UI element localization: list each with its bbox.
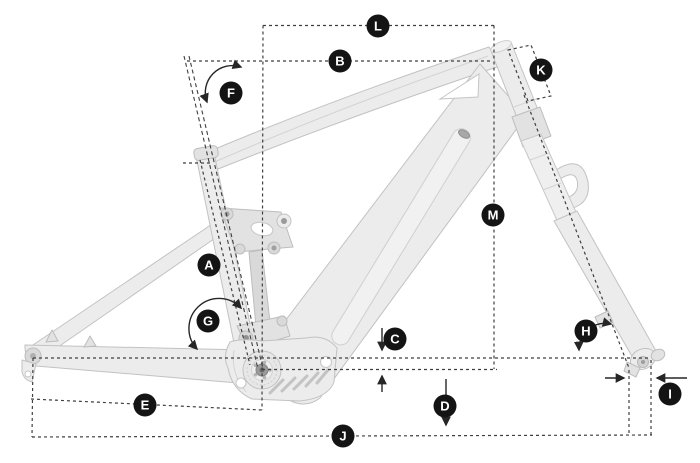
measure-line-ground-J — [31, 434, 653, 438]
fork-stanchion — [520, 133, 580, 228]
fork-seam — [542, 182, 562, 191]
measure-badge-D: D — [433, 394, 457, 418]
measure-badge-circle — [133, 393, 157, 417]
chainstay-tab — [45, 329, 59, 343]
measure-badge-letter: H — [581, 324, 590, 339]
measure-badge-circle — [658, 382, 682, 406]
measure-badge-letter: G — [203, 314, 213, 329]
measure-badge-L: L — [366, 14, 390, 38]
motor-bolt-hole — [235, 377, 247, 389]
bike-frame-illustration — [21, 40, 666, 405]
measure-badge-E: E — [133, 393, 157, 417]
measure-line-seat-axis-inner — [188, 55, 264, 370]
measure-badge-circle — [328, 49, 352, 73]
measure-badge-letter: C — [390, 332, 400, 347]
pivot-bolt — [276, 315, 288, 327]
measure-badge-M: M — [481, 203, 505, 227]
gusset-cutout — [438, 73, 480, 100]
head-tube-cap — [490, 40, 512, 53]
measure-badge-circle — [197, 253, 221, 277]
measure-badge-letter: J — [339, 429, 346, 444]
seatstay — [26, 215, 235, 362]
measure-badge-K: K — [529, 58, 553, 82]
cooling-fin — [315, 368, 330, 385]
measure-badge-circle — [331, 424, 355, 448]
measure-badge-circle — [219, 81, 243, 105]
chainstay-tab — [83, 335, 97, 348]
battery-panel — [331, 128, 471, 346]
measurement-badges: A B C D E F G H I J K L M — [133, 14, 682, 448]
fork-seam — [529, 152, 550, 161]
charge-port — [458, 129, 470, 139]
front-axle-bolt — [641, 360, 645, 364]
measurement-lines — [30, 24, 653, 438]
fork-lowers — [553, 210, 657, 366]
measure-badge-J: J — [331, 424, 355, 448]
rocker-cutout — [250, 221, 274, 237]
motor-bolt-hole — [320, 356, 332, 368]
cooling-fin — [304, 371, 320, 388]
measure-badge-A: A — [197, 253, 221, 277]
measure-badge-letter: M — [488, 208, 499, 223]
motor-seam — [232, 349, 247, 393]
measure-badge-letter: E — [141, 398, 150, 413]
measure-line-steering-axis — [523, 94, 630, 369]
top-tube-ridge — [209, 55, 489, 165]
cooling-fin — [292, 374, 309, 391]
measure-badge-I: I — [658, 382, 682, 406]
dropout-hole — [24, 370, 32, 378]
angle-arrow-G — [187, 297, 243, 351]
measure-badge-circle — [529, 58, 553, 82]
pivot-bolt — [234, 243, 246, 255]
angle-arrow-F — [199, 59, 243, 104]
measure-badge-circle — [481, 203, 505, 227]
cooling-fin — [280, 376, 297, 393]
measure-badge-circle — [383, 327, 407, 351]
seat-clamp — [193, 145, 219, 161]
measure-line-rear-vertical — [31, 357, 34, 438]
measure-badge-letter: B — [335, 54, 344, 69]
measure-badge-H: H — [574, 319, 598, 343]
measure-line-bb-vertical — [261, 25, 264, 411]
rear-shock — [248, 249, 271, 327]
measure-badge-B: B — [328, 49, 352, 73]
front-dropout-lug — [650, 348, 666, 362]
measure-badge-letter: L — [374, 19, 382, 34]
pivot-center — [271, 245, 277, 251]
measure-badge-letter: A — [204, 258, 214, 273]
measure-badge-letter: K — [536, 63, 546, 78]
measure-badge-F: F — [219, 81, 243, 105]
pivot-center — [281, 218, 287, 224]
cooling-fin — [268, 378, 285, 395]
measure-badge-circle — [196, 309, 220, 333]
measure-badge-C: C — [383, 327, 407, 351]
measure-badge-G: G — [196, 309, 220, 333]
measure-box-K-headtube — [507, 44, 552, 102]
measure-badge-circle — [574, 319, 598, 343]
measure-badge-letter: I — [668, 387, 672, 402]
measure-badge-letter: D — [440, 399, 449, 414]
measure-badge-circle — [433, 394, 457, 418]
chainstay — [24, 344, 251, 385]
measure-line-seat-axis-outer — [183, 55, 259, 370]
measure-badge-circle — [366, 14, 390, 38]
measure-badge-letter: F — [227, 86, 235, 101]
